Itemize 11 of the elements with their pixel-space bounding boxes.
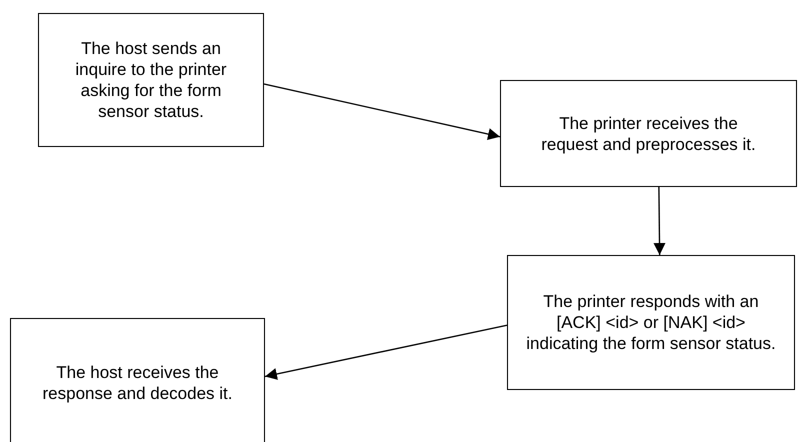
arrow: [264, 324, 508, 380]
process-box: [38, 13, 264, 147]
box-text: The host receives the response and decodes it.: [42, 362, 234, 404]
box-text: The printer responds with an [ACK] <id> or [NAK] <id> indicating the form sensor status.: [525, 291, 777, 354]
arrow: [264, 83, 500, 140]
box-text: The host sends an inquire to the printer asking for the form sensor status.: [74, 38, 228, 122]
process-box: [507, 255, 795, 390]
process-box: [500, 80, 797, 187]
box-text: The printer receives the request and preprocesses it.: [541, 112, 756, 154]
arrow: [654, 187, 666, 255]
process-box: [10, 318, 265, 442]
